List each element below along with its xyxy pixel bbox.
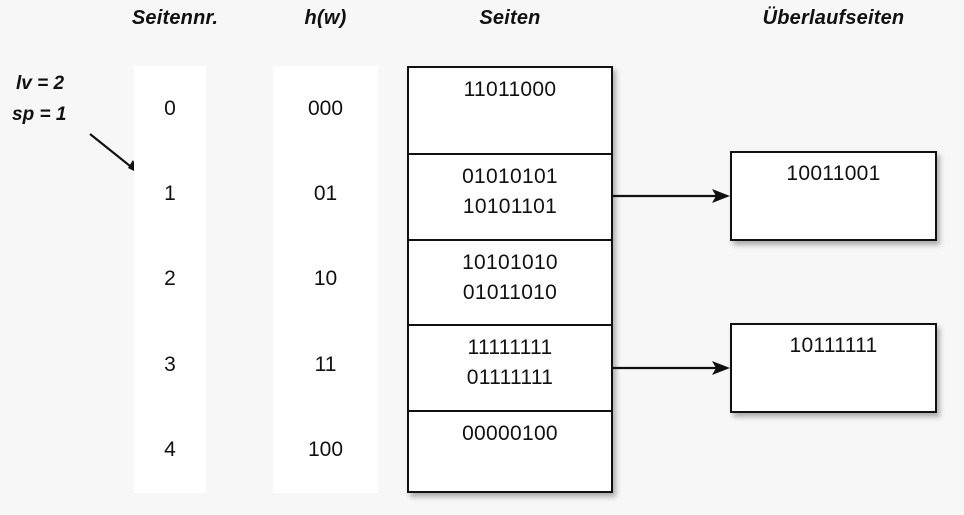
- seitennr-cell-0: 0: [164, 96, 176, 120]
- seitennr-cell-1: 1: [164, 182, 176, 206]
- column-header-hw: h(w): [304, 7, 347, 29]
- seitennr-cell-3: 3: [164, 352, 176, 376]
- page-entry: 01011010: [462, 280, 558, 304]
- seitennr-cell-4: 4: [164, 438, 176, 462]
- column-header-seiten: Seiten: [479, 7, 541, 29]
- page-entry: 10101101: [462, 195, 558, 219]
- column-hash-values: 000 01 10 11 100: [273, 66, 378, 493]
- annotation-level: lv = 2: [16, 73, 65, 94]
- page-cell-3: 11111111 01111111: [409, 324, 611, 409]
- seitennr-cell-2: 2: [164, 267, 176, 291]
- overflow-entry: 10111111: [789, 334, 878, 357]
- page-entry: 10101010: [462, 250, 558, 274]
- page-cell-1: 01010101 10101101: [409, 153, 611, 238]
- page-cell-0: 11011000: [409, 68, 611, 153]
- page-cell-2: 10101010 01011010: [409, 238, 611, 324]
- page-entry: 11011000: [463, 78, 557, 101]
- pages-container: 11011000 01010101 10101101 10101010 0101…: [407, 66, 613, 493]
- arrow-right-icon: [612, 189, 730, 203]
- hash-cell-2: 10: [313, 267, 338, 291]
- page-entry: 00000100: [462, 421, 558, 445]
- page-cell-4: 00000100: [409, 409, 611, 495]
- page-entry: 01111111: [466, 366, 554, 389]
- annotation-split-pointer: sp = 1: [12, 104, 67, 125]
- column-header-ueberlaufseiten: Überlaufseiten: [762, 7, 905, 29]
- overflow-box-2: 10111111: [730, 323, 937, 413]
- hash-cell-0: 000: [307, 96, 344, 120]
- arrow-right-icon: [612, 361, 730, 375]
- overflow-box-1: 10011001: [730, 151, 937, 241]
- page-entry: 11111111: [467, 336, 553, 360]
- hash-cell-1: 01: [313, 182, 338, 206]
- overflow-entry: 10011001: [786, 162, 881, 185]
- page-entry: 01010101: [462, 165, 558, 189]
- column-header-seitennr: Seitennr.: [131, 7, 219, 29]
- hash-cell-3: 11: [314, 352, 337, 376]
- column-seitennr: 0 1 2 3 4: [134, 66, 206, 493]
- hash-cell-4: 100: [307, 438, 344, 462]
